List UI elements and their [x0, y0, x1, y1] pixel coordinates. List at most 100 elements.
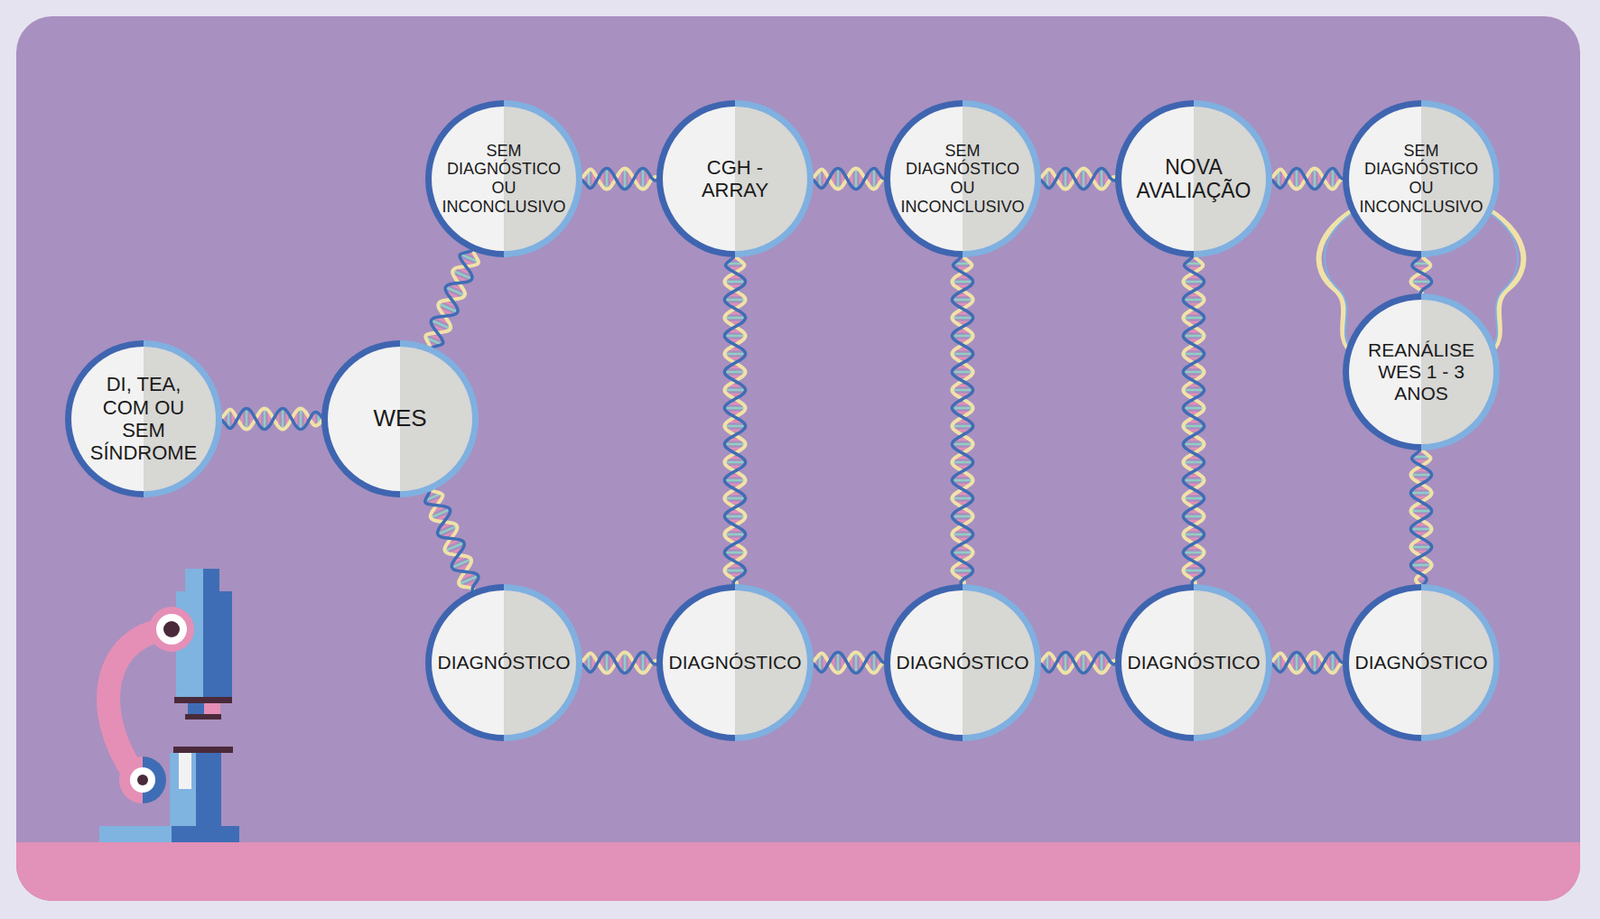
dna-strand: [219, 408, 325, 429]
node-label: NOVA AVALIAÇÃO: [1130, 155, 1257, 204]
node-label: DIAGNÓSTICO: [437, 651, 570, 674]
circle-node: SEM DIAGNÓSTICO OU INCONCLUSIVO: [425, 100, 583, 258]
dna-rung: [951, 389, 974, 392]
dna-strand: [429, 248, 474, 350]
dna-rung: [1182, 479, 1205, 483]
dna-rung: [1410, 528, 1433, 531]
circle-node: WES: [321, 340, 479, 498]
circle-node: NOVA AVALIAÇÃO: [1115, 100, 1273, 258]
node-label: CGH - ARRAY: [689, 156, 781, 203]
node-label: SEM DIAGNÓSTICO OU INCONCLUSIVO: [1353, 141, 1489, 217]
circle-node: DIAGNÓSTICO: [425, 584, 583, 742]
dna-rung: [1313, 167, 1317, 190]
dna-rung: [1182, 569, 1205, 573]
dna-rung: [873, 167, 876, 190]
dna-strand: [724, 254, 745, 587]
dna-strand: [1038, 167, 1118, 189]
dna-strand: [1182, 254, 1204, 587]
text-holder: WES: [321, 340, 479, 498]
dna-rung: [605, 651, 609, 674]
dna-rung: [1182, 353, 1205, 356]
dna-rung: [951, 407, 974, 410]
dna-strand: [1038, 651, 1118, 673]
text-holder: DIAGNÓSTICO: [656, 584, 814, 742]
dna-rung: [1410, 564, 1433, 568]
dna-connector: [579, 167, 660, 190]
dna-rung: [1182, 407, 1205, 410]
dna-rung: [724, 461, 746, 465]
dna-rung: [951, 316, 974, 320]
dna-strand: [1038, 167, 1118, 189]
circle-node: CGH - ARRAY: [656, 100, 814, 258]
circle-node: SEM DIAGNÓSTICO OU INCONCLUSIVO: [1342, 100, 1500, 258]
circle-node: DIAGNÓSTICO: [1115, 584, 1273, 742]
dna-rung: [855, 167, 858, 190]
dna-connector: [810, 651, 887, 674]
dna-strand: [810, 167, 887, 189]
dna-rung: [1182, 280, 1205, 284]
dna-rung: [1182, 298, 1205, 302]
text-holder: DIAGNÓSTICO: [883, 584, 1042, 742]
dna-rung: [1100, 167, 1104, 190]
node-label: SEM DIAGNÓSTICO OU INCONCLUSIVO: [894, 141, 1031, 217]
circle-node: DI, TEA, COM OU SEM SÍNDROME: [65, 340, 223, 498]
dna-rung: [1182, 515, 1205, 519]
dna-rung: [1182, 371, 1205, 374]
dna-rung: [1410, 510, 1433, 513]
dna-strand: [425, 248, 479, 350]
panel: [16, 16, 1581, 902]
dna-rung: [951, 280, 974, 284]
dna-rung: [724, 280, 746, 284]
dna-rung: [951, 479, 974, 483]
dna-rung: [951, 371, 974, 374]
dna-rung: [951, 353, 974, 356]
text-holder: SEM DIAGNÓSTICO OU INCONCLUSIVO: [883, 100, 1042, 258]
dna-rung: [641, 651, 645, 674]
microscope-illustration: [99, 568, 240, 843]
dna-connector: [1038, 651, 1118, 674]
dna-rung: [951, 334, 974, 338]
dna-strand: [1269, 651, 1346, 673]
dna-strand: [425, 488, 479, 593]
dna-rung: [724, 515, 746, 519]
dna-rung: [951, 298, 974, 302]
dna-rung: [855, 651, 858, 674]
dna-strand: [810, 651, 887, 673]
dna-rung: [724, 479, 746, 483]
dna-strand: [579, 651, 660, 673]
dna-rung: [1331, 651, 1335, 674]
dna-connector: [1269, 167, 1346, 190]
dna-rung: [1410, 280, 1433, 284]
dna-rung: [1331, 167, 1335, 190]
dna-rung: [1182, 551, 1205, 555]
dna-connector: [425, 488, 479, 593]
dna-connector: [579, 651, 660, 674]
text-holder: DIAGNÓSTICO: [1342, 584, 1500, 742]
dna-rung: [724, 316, 746, 320]
dna-strand: [579, 167, 660, 189]
dna-rung: [724, 407, 746, 410]
dna-rung: [873, 651, 876, 674]
dna-rung: [1313, 651, 1317, 674]
dna-strand: [579, 651, 660, 673]
dna-rung: [724, 425, 746, 428]
dna-rung: [1182, 334, 1205, 338]
dna-strand: [724, 254, 745, 587]
dna-connector: [951, 254, 974, 587]
text-holder: DIAGNÓSTICO: [425, 584, 583, 742]
dna-rung: [1410, 492, 1433, 495]
dna-strand: [219, 408, 325, 429]
text-holder: DI, TEA, COM OU SEM SÍNDROME: [65, 340, 223, 498]
dna-strand: [1269, 167, 1346, 189]
dna-rung: [1082, 167, 1086, 190]
dna-rung: [1295, 167, 1299, 190]
dna-rung: [951, 533, 974, 537]
dna-rung: [623, 167, 627, 190]
dna-rung: [951, 443, 974, 447]
node-label: DIAGNÓSTICO: [1126, 651, 1260, 674]
dna-strand: [1410, 447, 1432, 587]
node-label: DIAGNÓSTICO: [668, 651, 801, 674]
circle-node: SEM DIAGNÓSTICO OU INCONCLUSIVO: [883, 100, 1042, 258]
